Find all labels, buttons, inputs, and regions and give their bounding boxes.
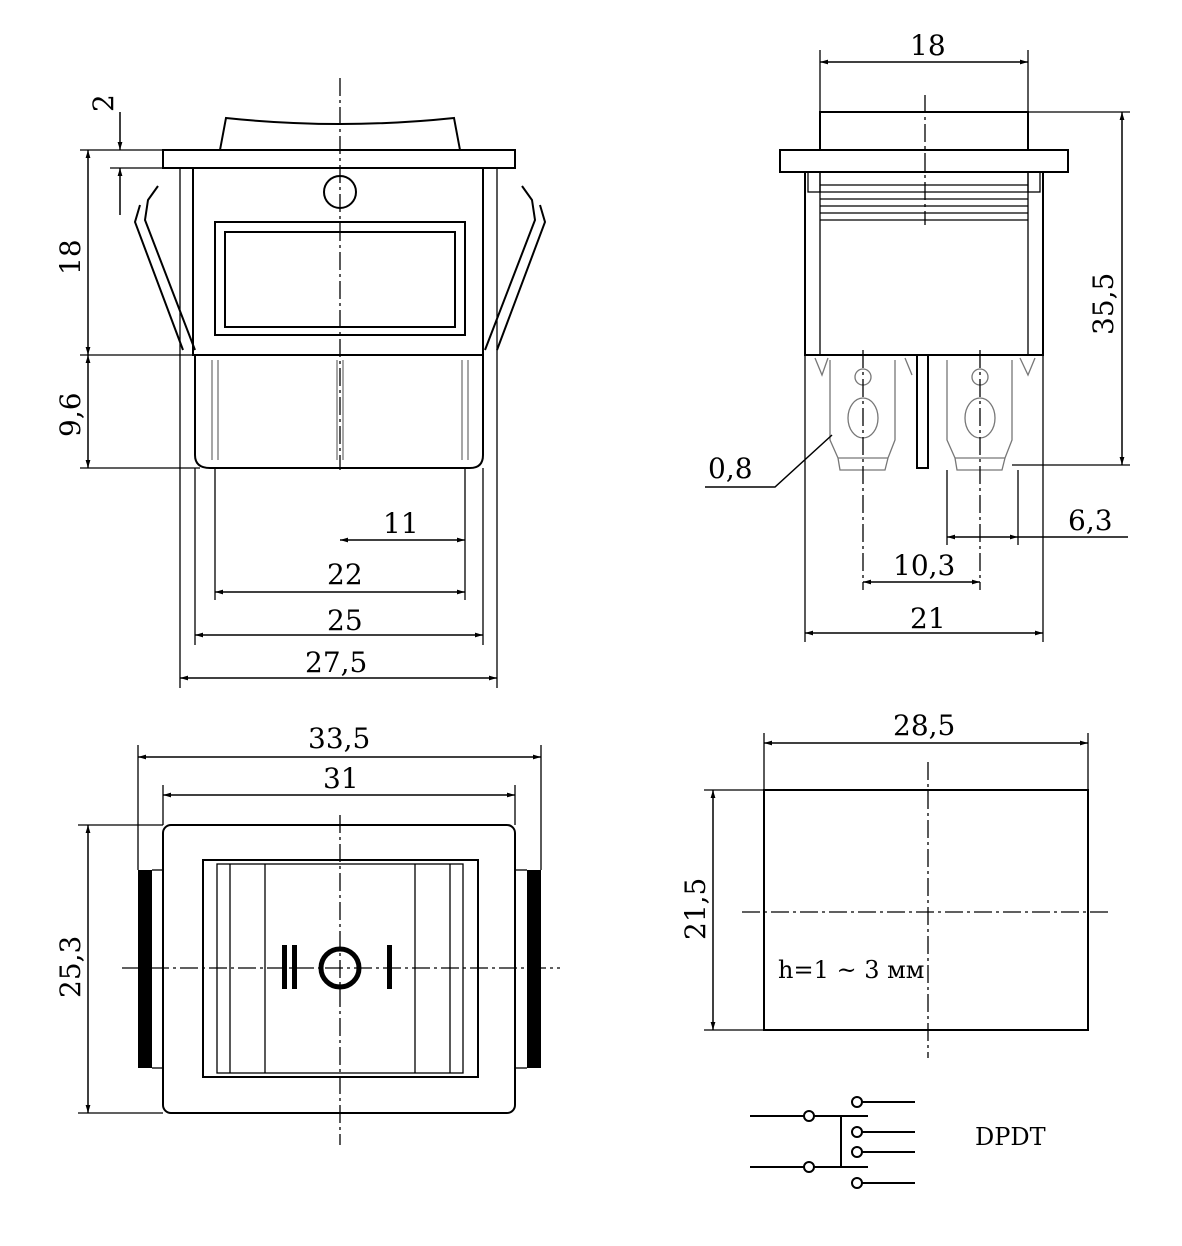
dim-terminal-pitch: 10,3 bbox=[893, 549, 955, 582]
dim-overall-width: 27,5 bbox=[305, 646, 367, 679]
dim-terminal-thickness: 0,8 bbox=[708, 452, 753, 485]
dim-terminal-width: 6,3 bbox=[1068, 504, 1113, 537]
switch-symbols bbox=[282, 945, 392, 990]
terminal-block bbox=[194, 355, 484, 469]
panel-cutout: 28,5 21,5 h=1 ~ 3 мм bbox=[679, 709, 1110, 1058]
body bbox=[192, 167, 484, 356]
side-view: 18 35,5 0,8 6,3 10,3 21 bbox=[705, 29, 1130, 642]
spring-clip-left bbox=[133, 185, 196, 351]
dim-total-height: 35,5 bbox=[1087, 273, 1120, 335]
spring-clip-right bbox=[484, 185, 547, 351]
dim-pitch: 22 bbox=[327, 558, 363, 591]
dim-body-height: 18 bbox=[54, 239, 87, 275]
panel-thickness-note: h=1 ~ 3 мм bbox=[778, 956, 924, 984]
dim-cutout-height: 21,5 bbox=[679, 878, 712, 940]
schematic-label: DPDT bbox=[975, 1123, 1046, 1151]
flange-outline bbox=[162, 824, 516, 1114]
flange bbox=[779, 149, 1069, 173]
dpdt-schematic: DPDT bbox=[750, 1096, 1046, 1189]
off-symbol bbox=[282, 945, 287, 989]
dim-flange-width: 31 bbox=[323, 762, 359, 795]
cutout-rect bbox=[763, 789, 1089, 1031]
clip-left bbox=[138, 870, 152, 1068]
front-view: 2 18 9,6 11 22 25 27,5 bbox=[54, 78, 547, 688]
dim-flange: 2 bbox=[87, 94, 120, 112]
dim-half-pitch: 11 bbox=[383, 507, 419, 540]
dim-rocker-width: 18 bbox=[910, 29, 946, 62]
center-symbol bbox=[318, 946, 362, 990]
dim-cutout-width: 28,5 bbox=[893, 709, 955, 742]
on-symbol bbox=[387, 945, 392, 989]
center-tab bbox=[916, 354, 929, 469]
dim-top-overall-width: 33,5 bbox=[308, 722, 370, 755]
rocker bbox=[819, 111, 1029, 151]
top-view: 33,5 31 25,3 bbox=[54, 722, 560, 1145]
clip-right bbox=[527, 870, 541, 1068]
dim-top-height: 25,3 bbox=[54, 936, 87, 998]
dim-terminal-height: 9,6 bbox=[54, 392, 87, 437]
flange bbox=[162, 149, 516, 169]
dim-body-width: 25 bbox=[327, 604, 363, 637]
dim-body-depth: 21 bbox=[910, 602, 946, 635]
